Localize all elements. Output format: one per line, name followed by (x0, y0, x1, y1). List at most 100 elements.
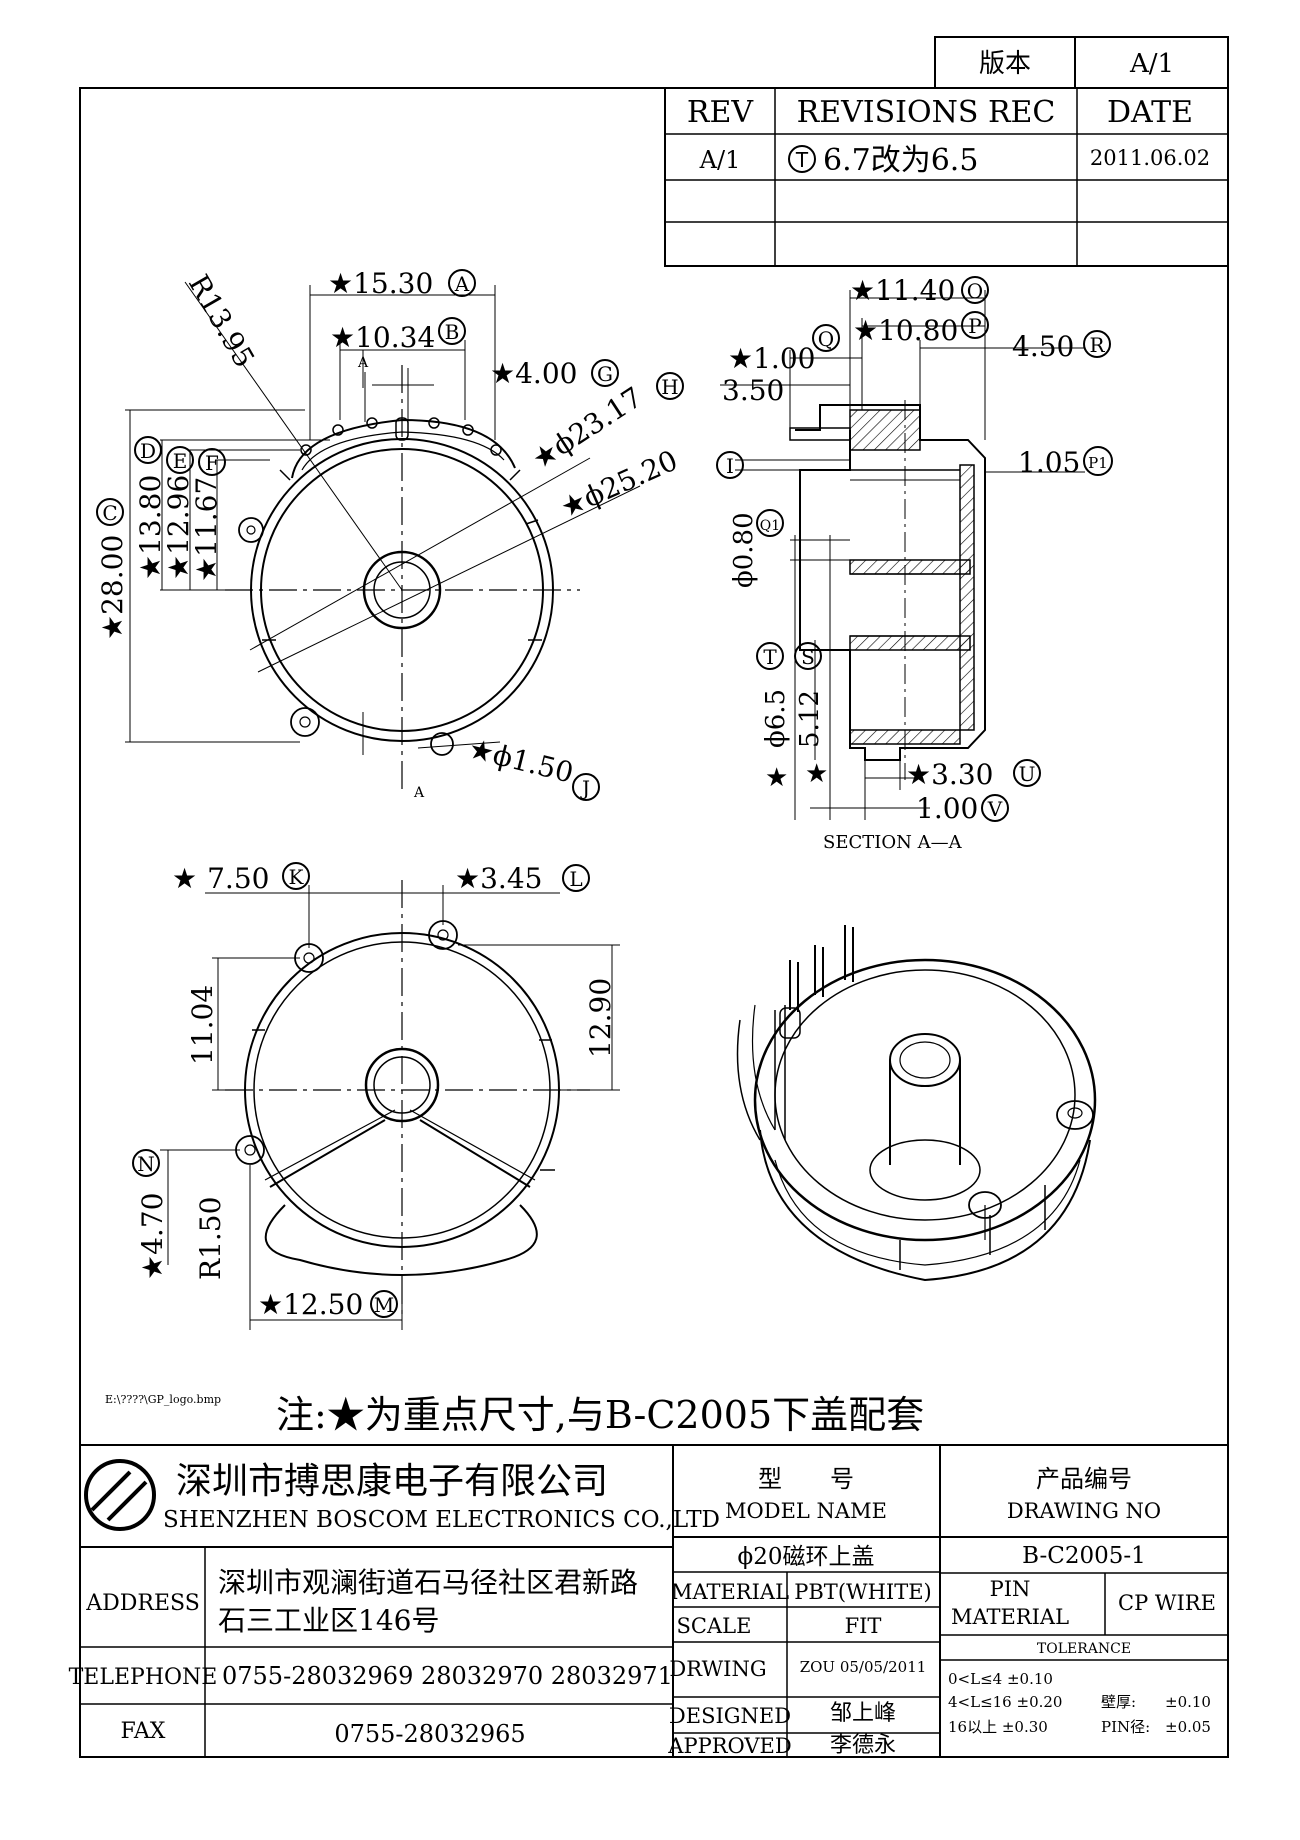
address-line1: 深圳市观澜街道石马径社区君新路 (218, 1566, 638, 1599)
dim-c-label: ★28.00 (96, 535, 129, 640)
model-value: ϕ20磁环上盖 (738, 1544, 875, 1570)
section-view-labels: ★11.40 O ★10.80 P ★1.00 Q 4.50 R 3.50 I … (716, 274, 1113, 853)
dim-n-label: ★4.70 (136, 1193, 169, 1280)
dim-a-tag: A (454, 272, 470, 296)
title-block (80, 1445, 1228, 1757)
bottom-view-labels: ★7.50 K ★3.45 L 11.04 12.90 N ★4.70 R1.5… (132, 862, 617, 1321)
dim-e-label: ★12.96 (162, 475, 195, 580)
address-line2: 石三工业区146号 (218, 1604, 439, 1637)
pin-hole (462, 424, 474, 436)
title-block-text: 深圳市搏思康电子有限公司 SHENZHEN BOSCOM ELECTRONICS… (69, 1461, 1216, 1758)
dim-k-tag: K (289, 865, 305, 889)
wall-thickness-label: 壁厚: (1101, 1693, 1136, 1711)
model-label-cn: 型 号 (758, 1465, 854, 1493)
tolerance-label: TOLERANCE (1037, 1641, 1131, 1657)
bottom-ribs (269, 1119, 531, 1188)
telephone-label: TELEPHONE (69, 1665, 218, 1690)
company-en: SHENZHEN BOSCOM ELECTRONICS CO.,LTD (163, 1507, 720, 1533)
rev-header: REV (687, 95, 754, 130)
isometric-view (736, 925, 1097, 1282)
bottom-view (160, 880, 620, 1330)
dim-e-tag: E (173, 449, 188, 473)
dim-t-label: ϕ6.5 (761, 689, 791, 748)
top-view (125, 281, 641, 790)
drawing-label-cn: 产品编号 (1036, 1465, 1132, 1493)
company-logo (84, 1459, 156, 1531)
rev-row-1-text: 6.7改为6.5 (823, 143, 978, 178)
dim-j-label: ★ϕ1.50 (465, 732, 576, 790)
center-tube-outer (362, 550, 442, 630)
rev-row-1-tag: T (795, 148, 809, 172)
dim-u-label: ★3.30 (906, 758, 993, 791)
pin-material-value: CP WIRE (1118, 1591, 1216, 1615)
pin-diameter-value: ±0.05 (1165, 1718, 1211, 1736)
dim-v-tag: V (987, 797, 1003, 821)
drawing-no-value: B-C2005-1 (1022, 1543, 1146, 1569)
dim-l-tag: L (569, 867, 582, 891)
mount-ear (238, 517, 264, 543)
section-mark-bottom: A (413, 785, 425, 801)
dim-v-label: 1.00 (916, 792, 978, 825)
mount-ear (290, 707, 320, 737)
dim-g-tag: G (597, 362, 613, 386)
pin-label-2: MATERIAL (951, 1605, 1069, 1629)
section-mark-top: A (357, 355, 369, 371)
iso-rim-outer (753, 958, 1097, 1242)
dim-h-tag: H (661, 375, 678, 399)
dim-q-tag: Q (818, 327, 834, 351)
outer-wall (250, 438, 554, 742)
revisions-rec-header: REVISIONS REC (797, 95, 1056, 130)
dim-i-tag: I (726, 454, 734, 478)
bottom-inner-wall (253, 941, 551, 1239)
drwing-label: DRWING (669, 1657, 766, 1681)
material-value: PBT(WHITE) (794, 1580, 931, 1604)
rev-row-1-date: 2011.06.02 (1090, 146, 1210, 170)
section-star-2: ★ (805, 759, 828, 789)
company-cn: 深圳市搏思康电子有限公司 (176, 1461, 608, 1502)
dim-o-label: ★11.40 (850, 274, 955, 307)
revisions-table: REV REVISIONS REC DATE A/1 T 6.7改为6.5 20… (664, 87, 1229, 267)
tolerance-3: 16以上 ±0.30 (948, 1718, 1048, 1736)
rev-row-1-tag-circle (788, 145, 816, 173)
version-label: 版本 (979, 49, 1031, 79)
pin-hole (332, 424, 344, 436)
dim-k-label: ★7.50 (172, 862, 269, 895)
bottom-mount-ear (235, 1135, 265, 1165)
designed-value: 邹上峰 (830, 1701, 896, 1726)
pin-hole (366, 417, 378, 429)
dim-350-label: 3.50 (722, 374, 784, 407)
dim-1104-label: 11.04 (186, 985, 219, 1065)
dim-n-tag: N (137, 1152, 155, 1176)
dim-b-label: ★10.34 (330, 321, 435, 354)
dim-c-tag: C (102, 501, 117, 525)
approved-label: APPROVED (667, 1734, 791, 1758)
designed-label: DESIGNED (669, 1704, 791, 1728)
pin-hole (300, 444, 312, 456)
bottom-skirt (264, 1204, 538, 1276)
dim-q1-label: ϕ0.80 (729, 512, 759, 588)
version-value: A/1 (1129, 49, 1174, 79)
bottom-mount-ear (428, 920, 458, 950)
dim-m-tag: M (374, 1293, 394, 1317)
dim-d-label: ★13.80 (134, 475, 167, 580)
telephone-value: 0755-28032969 28032970 28032971 (222, 1662, 673, 1690)
iso-rim-inner (774, 969, 1076, 1221)
fax-value: 0755-28032965 (334, 1720, 525, 1748)
bottom-outer-wall (244, 932, 560, 1248)
dim-q-label: ★1.00 (728, 342, 815, 375)
dim-s-tag: S (801, 645, 815, 669)
sheet-border (79, 87, 1229, 1758)
dim-1290-label: 12.90 (584, 978, 617, 1058)
dim-p1-tag: P1 (1088, 454, 1108, 472)
dim-t-tag: T (763, 645, 777, 669)
approved-value: 李德永 (830, 1733, 896, 1758)
dim-q1-tag: Q1 (760, 518, 780, 534)
date-header: DATE (1107, 95, 1193, 130)
tolerance-1: 0<L≤4 ±0.10 (948, 1670, 1053, 1688)
pin-hole (428, 417, 440, 429)
dim-m-label: ★12.50 (258, 1288, 363, 1321)
dim-u-tag: U (1019, 762, 1036, 786)
key-slot (395, 417, 409, 441)
rev-row-1-rev: A/1 (699, 146, 741, 174)
scale-value: FIT (845, 1614, 882, 1638)
